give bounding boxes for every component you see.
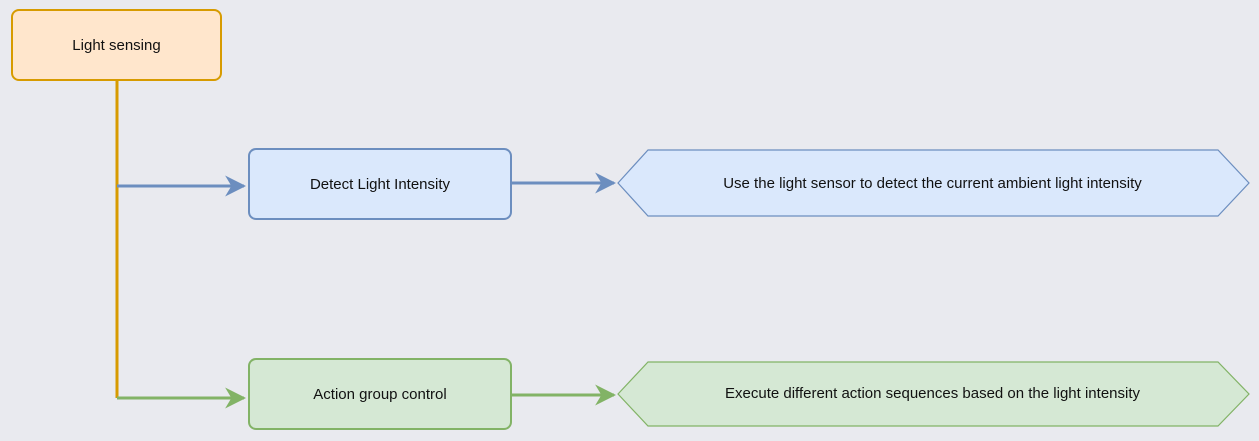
- detect-description[interactable]: Use the light sensor to detect the curre…: [650, 150, 1215, 216]
- node-action-group-control[interactable]: Action group control: [248, 358, 512, 430]
- detect-description-shape: [617, 149, 1250, 217]
- action-node-label: Action group control: [313, 385, 447, 403]
- detect-node-label: Detect Light Intensity: [309, 175, 451, 193]
- node-detect-light-intensity[interactable]: Detect Light Intensity: [248, 148, 512, 220]
- action-description-shape: [617, 361, 1250, 427]
- action-description[interactable]: Execute different action sequences based…: [650, 361, 1215, 425]
- root-node-label: Light sensing: [72, 36, 161, 54]
- detect-description-text: Use the light sensor to detect the curre…: [723, 174, 1142, 192]
- action-description-text: Execute different action sequences based…: [725, 384, 1140, 402]
- root-node-light-sensing[interactable]: Light sensing: [11, 9, 222, 81]
